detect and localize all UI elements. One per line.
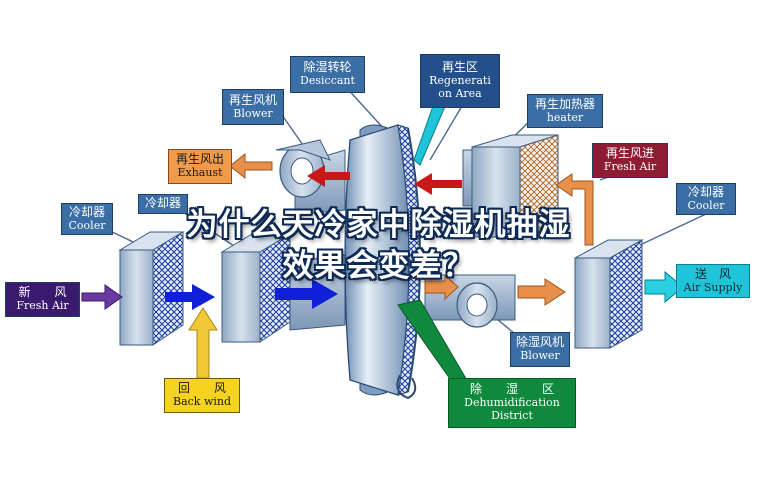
label-dehum-district-en-1: Dehumidification bbox=[464, 396, 560, 410]
label-regen-fresh-air: 再生风进 Fresh Air bbox=[592, 143, 668, 178]
label-air-supply-zh: 送 风 bbox=[694, 266, 731, 281]
label-cooler-right-en: Cooler bbox=[687, 198, 725, 212]
dehum-blower-unit bbox=[424, 274, 516, 328]
label-cooler-left-en: Cooler bbox=[68, 218, 106, 232]
label-cooler-mid: 冷却器 bbox=[138, 194, 188, 214]
label-regen-heater: 再生加热器 heater bbox=[527, 94, 603, 128]
label-cooler-mid-zh: 冷却器 bbox=[144, 196, 181, 211]
arrow-regen-fresh-air bbox=[555, 173, 594, 246]
label-back-wind-zh: 回 风 bbox=[177, 381, 226, 396]
label-back-wind: 回 风 Back wind bbox=[164, 378, 240, 413]
label-regen-area-zh: 再生区 bbox=[441, 60, 478, 75]
label-fresh-air-zh: 新 风 bbox=[18, 285, 67, 300]
label-regen-blower: 再生风机 Blower bbox=[222, 89, 284, 125]
arrow-blue-2 bbox=[275, 279, 338, 309]
label-dehum-blower-en: Blower bbox=[520, 349, 560, 363]
label-regen-exhaust-zh: 再生风出 bbox=[175, 152, 224, 167]
label-cooler-left-zh: 冷却器 bbox=[68, 204, 105, 219]
overlay-title-line-1: 为什么天冷家中除湿机抽湿 bbox=[186, 207, 571, 243]
label-dehum-district-zh: 除 湿 区 bbox=[469, 382, 554, 397]
label-regen-fresh-air-zh: 再生风进 bbox=[605, 146, 654, 161]
label-fresh-air-en: Fresh Air bbox=[16, 299, 69, 313]
label-fresh-air: 新 风 Fresh Air bbox=[5, 282, 80, 317]
label-regen-heater-zh: 再生加热器 bbox=[534, 96, 595, 111]
cooler-right-unit bbox=[574, 239, 644, 349]
label-desiccant-en: Desiccant bbox=[300, 74, 355, 88]
arrow-blue-1 bbox=[165, 284, 215, 310]
arrow-fresh-air bbox=[81, 284, 123, 310]
label-regen-area-en-1: Regenerati bbox=[429, 74, 491, 88]
arrow-orange-dehum bbox=[424, 273, 566, 306]
arrow-back-wind bbox=[188, 307, 218, 379]
label-regen-heater-en: heater bbox=[546, 110, 584, 124]
cooler-left-unit bbox=[118, 231, 185, 346]
regen-heater-unit bbox=[471, 134, 559, 238]
label-dehum-district: 除 湿 区 Dehumidification District bbox=[448, 378, 576, 428]
label-regen-exhaust: 再生风出 Exhaust bbox=[168, 149, 232, 184]
arrow-red-regen bbox=[307, 165, 462, 195]
label-cooler-right-zh: 冷却器 bbox=[687, 184, 724, 199]
label-air-supply: 送 风 Air Supply bbox=[676, 264, 750, 298]
arrow-air-supply bbox=[644, 270, 684, 304]
arrow-exhaust bbox=[229, 152, 273, 180]
label-desiccant: 除湿转轮 Desiccant bbox=[290, 56, 365, 93]
label-desiccant-zh: 除湿转轮 bbox=[303, 60, 352, 75]
label-regen-area: 再生区 Regenerati on Area bbox=[420, 54, 500, 108]
label-cooler-left: 冷却器 Cooler bbox=[61, 203, 113, 235]
label-regen-blower-en: Blower bbox=[233, 106, 273, 120]
label-dehum-blower: 除湿风机 Blower bbox=[510, 332, 570, 367]
label-air-supply-en: Air Supply bbox=[683, 280, 743, 294]
label-regen-exhaust-en: Exhaust bbox=[177, 166, 223, 180]
label-cooler-right: 冷却器 Cooler bbox=[676, 183, 736, 215]
label-regen-area-en-2: on Area bbox=[438, 86, 482, 100]
label-regen-blower-zh: 再生风机 bbox=[228, 92, 277, 107]
overlay-title: 为什么天冷家中除湿机抽湿 效果会变差？ bbox=[0, 205, 757, 287]
overlay-title-line-2: 效果会变差？ bbox=[282, 248, 475, 284]
label-regen-fresh-air-en: Fresh Air bbox=[603, 160, 657, 174]
label-dehum-blower-zh: 除湿风机 bbox=[515, 335, 564, 350]
label-dehum-district-en-2: District bbox=[491, 408, 533, 422]
label-back-wind-en: Back wind bbox=[172, 395, 232, 409]
